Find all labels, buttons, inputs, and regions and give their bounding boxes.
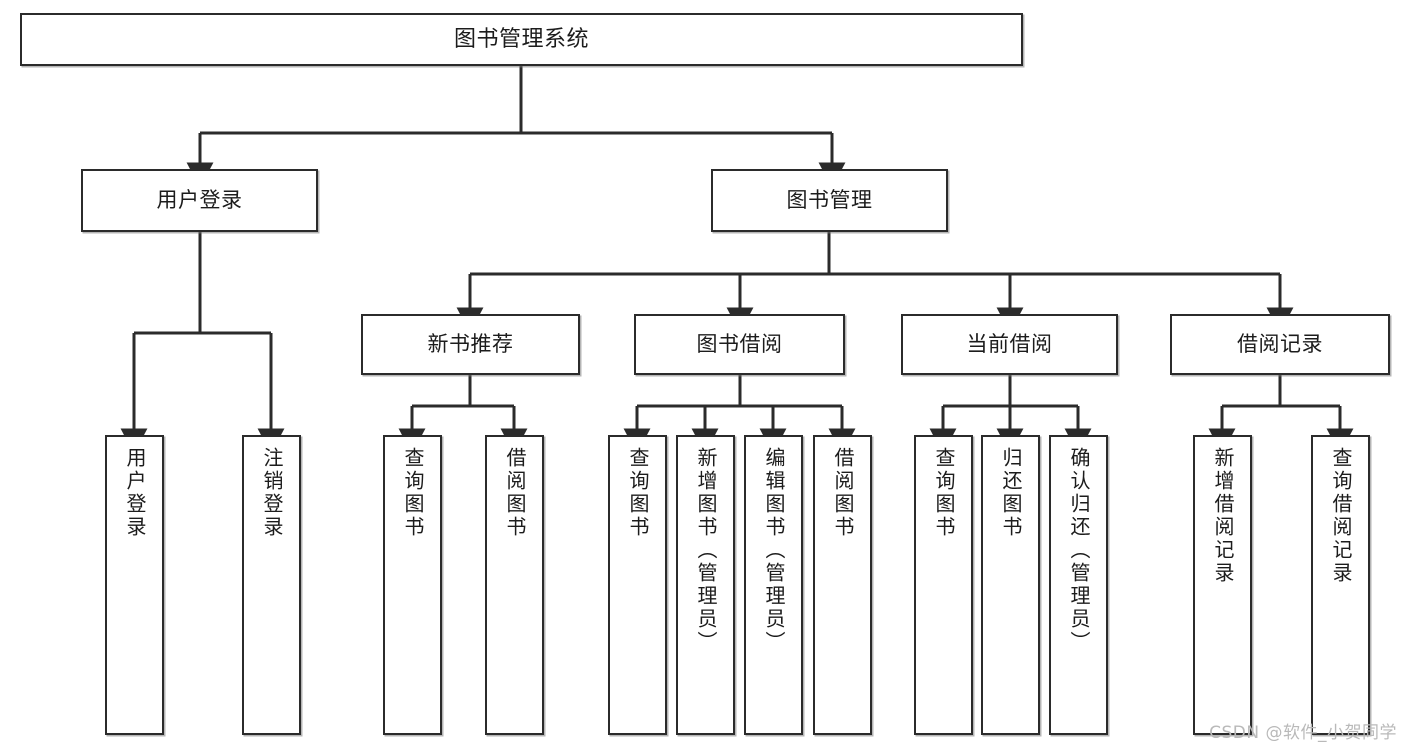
leaf-label: 归还图书: [999, 447, 1023, 539]
leaf-label: 查询图书: [626, 447, 650, 539]
leaf-label: 查询图书: [932, 447, 956, 539]
leaf-new-book-borrow-book[interactable]: 借阅图书: [485, 435, 544, 735]
leaf-label: 查询借阅记录: [1329, 447, 1353, 585]
node-root-system[interactable]: 图书管理系统: [20, 13, 1023, 66]
leaf-borrow-record-query-record[interactable]: 查询借阅记录: [1311, 435, 1370, 735]
leaf-label: 新增图书（管理员）: [694, 447, 718, 654]
leaf-label: 新增借阅记录: [1211, 447, 1235, 585]
node-user-login[interactable]: 用户登录: [81, 169, 318, 232]
node-book-management[interactable]: 图书管理: [711, 169, 948, 232]
leaf-label: 借阅图书: [503, 447, 527, 539]
leaf-user-login-logout[interactable]: 注销登录: [242, 435, 301, 735]
leaf-book-borrow-borrow-book[interactable]: 借阅图书: [813, 435, 872, 735]
leaf-current-borrow-confirm-return[interactable]: 确认归还（管理员）: [1049, 435, 1108, 735]
leaf-current-borrow-return-book[interactable]: 归还图书: [981, 435, 1040, 735]
leaf-label: 借阅图书: [831, 447, 855, 539]
leaf-book-borrow-add-book[interactable]: 新增图书（管理员）: [676, 435, 735, 735]
csdn-watermark: CSDN @软件_小贺同学: [1209, 723, 1397, 743]
leaf-book-borrow-edit-book[interactable]: 编辑图书（管理员）: [744, 435, 803, 735]
node-current-borrow[interactable]: 当前借阅: [901, 314, 1118, 375]
leaf-borrow-record-add-record[interactable]: 新增借阅记录: [1193, 435, 1252, 735]
leaf-user-login-login[interactable]: 用户登录: [105, 435, 164, 735]
node-new-book-recommend[interactable]: 新书推荐: [361, 314, 580, 375]
node-book-borrow[interactable]: 图书借阅: [634, 314, 845, 375]
leaf-label: 确认归还（管理员）: [1067, 447, 1091, 654]
leaf-new-book-query-book[interactable]: 查询图书: [383, 435, 442, 735]
leaf-current-borrow-query-book[interactable]: 查询图书: [914, 435, 973, 735]
leaf-label: 查询图书: [401, 447, 425, 539]
leaf-label: 编辑图书（管理员）: [762, 447, 786, 654]
leaf-label: 注销登录: [260, 447, 284, 539]
leaf-book-borrow-query-book[interactable]: 查询图书: [608, 435, 667, 735]
leaf-label: 用户登录: [123, 447, 147, 539]
node-borrow-record[interactable]: 借阅记录: [1170, 314, 1390, 375]
